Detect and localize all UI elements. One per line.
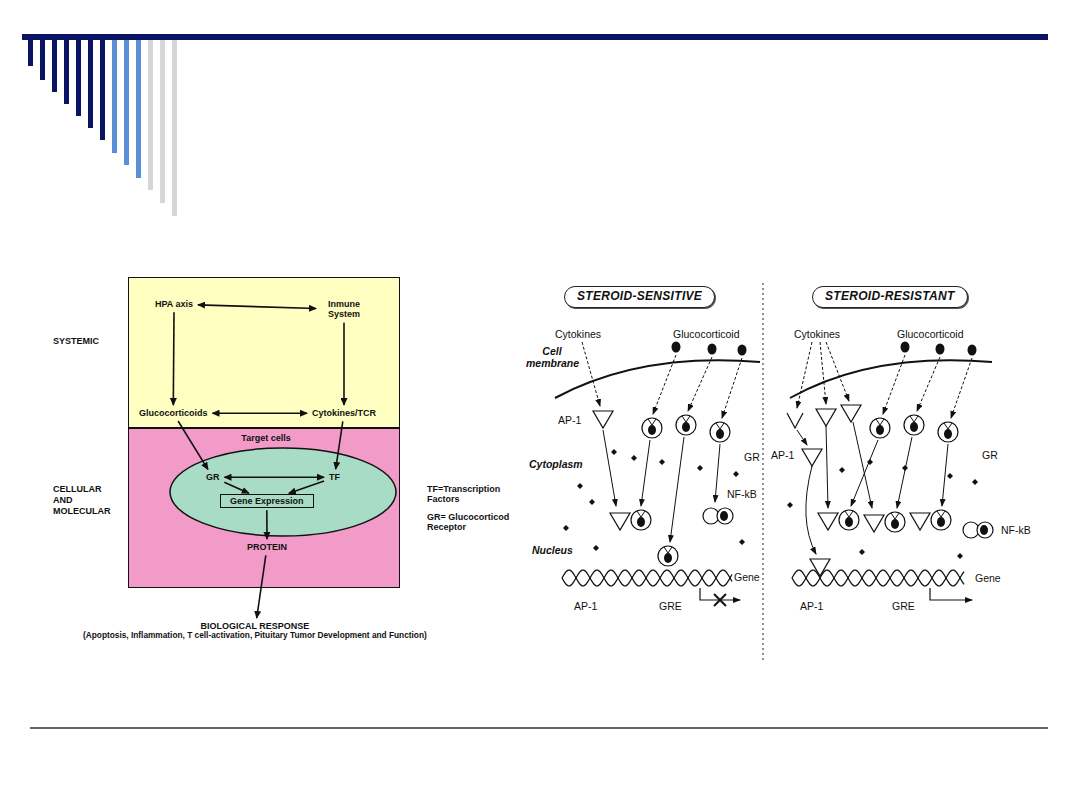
node-text: (Apoptosis, Inflammation, T cell-activat…: [83, 631, 427, 641]
title-pill: STEROID-SENSITIVE: [564, 286, 715, 308]
diagram-label: AP-1: [770, 449, 795, 461]
node-text: Glucocorticoids: [139, 408, 208, 418]
diagram-label: Cytoplasm: [528, 458, 584, 470]
sensitive-molecules: [563, 342, 747, 567]
connector-arrow: [178, 421, 208, 469]
diagram-label: Cytokines: [793, 328, 841, 340]
diagram-label: Nucleus: [531, 544, 574, 556]
process-label: HPA axis: [152, 298, 196, 310]
node-text: BIOLOGICAL RESPONSE: [83, 621, 427, 631]
resistant-molecules: [787, 342, 993, 577]
diagram-label: TF=Transcription Factors: [426, 484, 512, 505]
connector-arrow: [343, 323, 345, 405]
node-text: GR: [206, 472, 220, 482]
process-label: Glucocorticoids: [136, 407, 211, 419]
node-text: Gene Expression: [230, 496, 304, 506]
divider-line: [763, 283, 764, 662]
diagram-label: GR= Glucocorticod Receptor: [426, 512, 512, 533]
band-heading: Target cells: [241, 433, 290, 444]
node-text: Cytokines/TCR: [312, 408, 376, 418]
node-text: Inmune System: [321, 299, 367, 320]
process-box: Gene Expression: [220, 494, 314, 508]
connector-arrow: [257, 555, 266, 618]
factor-label: TF: [326, 471, 343, 483]
diagram-label: AP-1: [557, 414, 582, 426]
diagram-label: Cell membrane: [525, 345, 579, 369]
connector-arrow: [213, 412, 308, 414]
diagram-label: Glucocorticoid: [896, 328, 965, 340]
ellipse-shape: [168, 432, 398, 538]
connector-arrow: [198, 305, 316, 309]
sensitive-cell-illustration: [555, 342, 760, 606]
diagram-label: Gene: [974, 572, 1002, 584]
diagram-label: Gene: [733, 571, 761, 583]
connector-arrow: [224, 482, 249, 493]
diagram-label: NF-kB: [726, 488, 758, 500]
diagram-label: Glucocorticoid: [672, 328, 741, 340]
diagram-label: Cytokines: [554, 328, 602, 340]
connector-arrow: [336, 421, 343, 469]
process-label: Inmune System: [318, 298, 370, 321]
diagram-label: GRE: [891, 600, 916, 612]
process-label: PROTEIN: [244, 541, 290, 553]
cellular-band: CELLULAR AND MOLECULARTarget cellsGRTFGe…: [128, 428, 400, 588]
receptor-label: GR: [203, 471, 223, 483]
connector-arrow: [289, 481, 324, 493]
systemic-band: SYSTEMICHPA axisInmune SystemGlucocortic…: [128, 277, 400, 428]
diagram-label: NF-kB: [1000, 524, 1032, 536]
resistant-cell-illustration: [787, 342, 992, 600]
response-label: BIOLOGICAL RESPONSE(Apoptosis, Inflammat…: [81, 620, 429, 642]
band-heading: SYSTEMIC: [53, 336, 123, 347]
ellipse-outline: [170, 448, 396, 536]
diagram-label: AP-1: [573, 600, 598, 612]
process-label: Cytokines/TCR: [309, 407, 379, 419]
target-cell-ellipse: Target cellsGRTFGene ExpressionPROTEIN: [168, 432, 398, 538]
connector-arrow: [225, 476, 325, 478]
connector-arrow: [173, 312, 175, 405]
slide-decoration: [22, 34, 1048, 728]
diagram-label: AP-1: [799, 600, 824, 612]
connector-arrow: [266, 510, 268, 539]
node-text: PROTEIN: [247, 542, 287, 552]
title-pill: STEROID-RESISTANT: [812, 286, 968, 308]
diagram-label: GR: [743, 451, 761, 463]
node-text: TF: [329, 472, 340, 482]
diagram-label: GRE: [658, 600, 683, 612]
node-text: HPA axis: [155, 299, 193, 309]
node-text: STEROID-RESISTANT: [825, 290, 955, 304]
node-text: STEROID-SENSITIVE: [577, 290, 702, 304]
diagram-label: GR: [981, 449, 999, 461]
band-heading: CELLULAR AND MOLECULAR: [53, 484, 115, 516]
